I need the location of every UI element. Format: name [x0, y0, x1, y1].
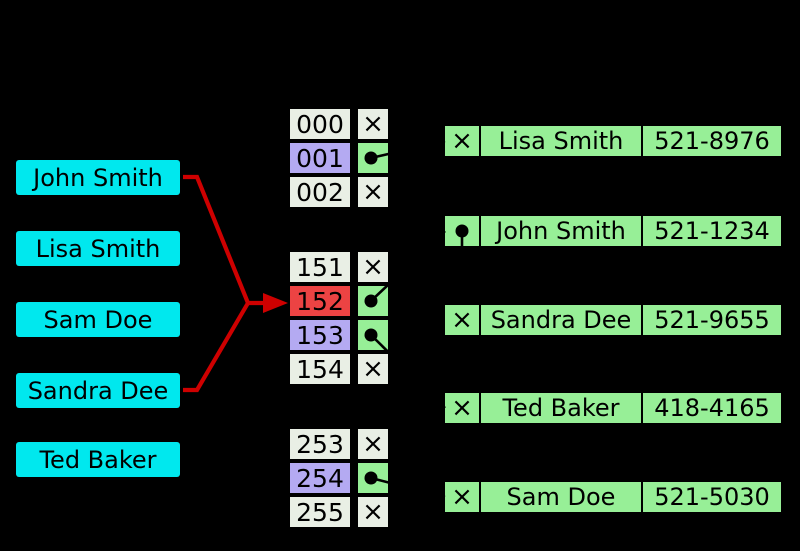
entry-name-cell: Sandra Dee	[490, 306, 632, 334]
null-pointer-icon: ×	[451, 393, 473, 423]
entry-next-cell: ×	[445, 126, 481, 156]
bucket-index-255: 255	[288, 495, 352, 529]
null-pointer-icon: ×	[451, 126, 473, 156]
key-label: Ted Baker	[39, 445, 157, 474]
entry-name-cell: Sam Doe	[506, 483, 616, 511]
bucket-index-label: 151	[296, 252, 344, 282]
bucket-index-253: 253	[288, 427, 352, 461]
entry-record-sandra-dee: × Sandra Dee 521-9655	[443, 303, 783, 337]
hash-arrow-sandra	[183, 301, 250, 393]
bucket-index-label: 253	[296, 429, 344, 459]
bucket-index-151: 151	[288, 250, 352, 284]
entry-record-lisa-smith: × Lisa Smith 521-8976	[443, 124, 783, 158]
entry-phone-cell: 418-4165	[641, 393, 781, 423]
entry-next-cell: ×	[445, 393, 481, 423]
key-box-sandra-dee: Sandra Dee	[16, 373, 180, 408]
entry-name-cell: Ted Baker	[502, 394, 620, 422]
bucket-pointer-255: ×	[356, 495, 390, 529]
null-pointer-icon: ×	[451, 482, 473, 512]
key-label: Sandra Dee	[27, 376, 169, 405]
bucket-index-001: 001	[288, 141, 352, 175]
bucket-index-label: 255	[296, 497, 344, 527]
null-pointer-icon: ×	[362, 354, 384, 384]
entry-phone-cell: 521-5030	[641, 482, 781, 512]
key-box-ted-baker: Ted Baker	[16, 442, 180, 477]
entry-phone-cell: 521-8976	[641, 126, 781, 156]
bucket-index-152: 152	[288, 284, 352, 318]
bucket-pointer-253: ×	[356, 427, 390, 461]
bucket-index-label: 153	[296, 320, 344, 350]
bucket-index-label: 152	[296, 286, 344, 316]
key-label: John Smith	[33, 163, 163, 192]
bucket-pointer-002: ×	[356, 175, 390, 209]
bucket-index-000: 000	[288, 107, 352, 141]
null-pointer-icon: ×	[451, 305, 473, 335]
null-pointer-icon: ×	[362, 429, 384, 459]
bucket-index-label: 000	[296, 109, 344, 139]
bucket-index-154: 154	[288, 352, 352, 386]
hash-arrows	[183, 174, 266, 393]
entry-phone-cell: 521-9655	[641, 305, 781, 335]
entry-name-cell: Lisa Smith	[498, 127, 624, 155]
entry-record-john-smith: John Smith 521-1234	[443, 214, 783, 248]
null-pointer-icon: ×	[362, 109, 384, 139]
entry-next-cell: ×	[445, 305, 481, 335]
bucket-pointer-153	[356, 318, 390, 352]
entry-next-cell	[445, 216, 481, 246]
bucket-index-label: 154	[296, 354, 344, 384]
hash-arrow-john	[183, 174, 250, 304]
entry-next-cell: ×	[445, 482, 481, 512]
bucket-index-label: 002	[296, 177, 344, 207]
bucket-index-153: 153	[288, 318, 352, 352]
bucket-index-label: 001	[296, 143, 344, 173]
bucket-pointer-254	[356, 461, 390, 495]
entry-record-ted-baker: × Ted Baker 418-4165	[443, 391, 783, 425]
null-pointer-icon: ×	[362, 252, 384, 282]
null-pointer-icon: ×	[362, 497, 384, 527]
key-box-lisa-smith: Lisa Smith	[16, 231, 180, 266]
key-label: Lisa Smith	[35, 234, 161, 263]
bucket-pointer-152	[356, 284, 390, 318]
bucket-index-002: 002	[288, 175, 352, 209]
entry-name-cell: John Smith	[496, 217, 626, 245]
bucket-pointer-001	[356, 141, 390, 175]
key-label: Sam Doe	[43, 305, 153, 334]
bucket-index-254: 254	[288, 461, 352, 495]
key-box-john-smith: John Smith	[16, 160, 180, 195]
key-box-sam-doe: Sam Doe	[16, 302, 180, 337]
bucket-pointer-154: ×	[356, 352, 390, 386]
hash-arrowhead-icon	[263, 293, 288, 313]
bucket-index-label: 254	[296, 463, 344, 493]
bucket-pointer-000: ×	[356, 107, 390, 141]
bucket-pointer-151: ×	[356, 250, 390, 284]
entry-record-sam-doe: × Sam Doe 521-5030	[443, 480, 783, 514]
null-pointer-icon: ×	[362, 177, 384, 207]
entry-phone-cell: 521-1234	[641, 216, 781, 246]
